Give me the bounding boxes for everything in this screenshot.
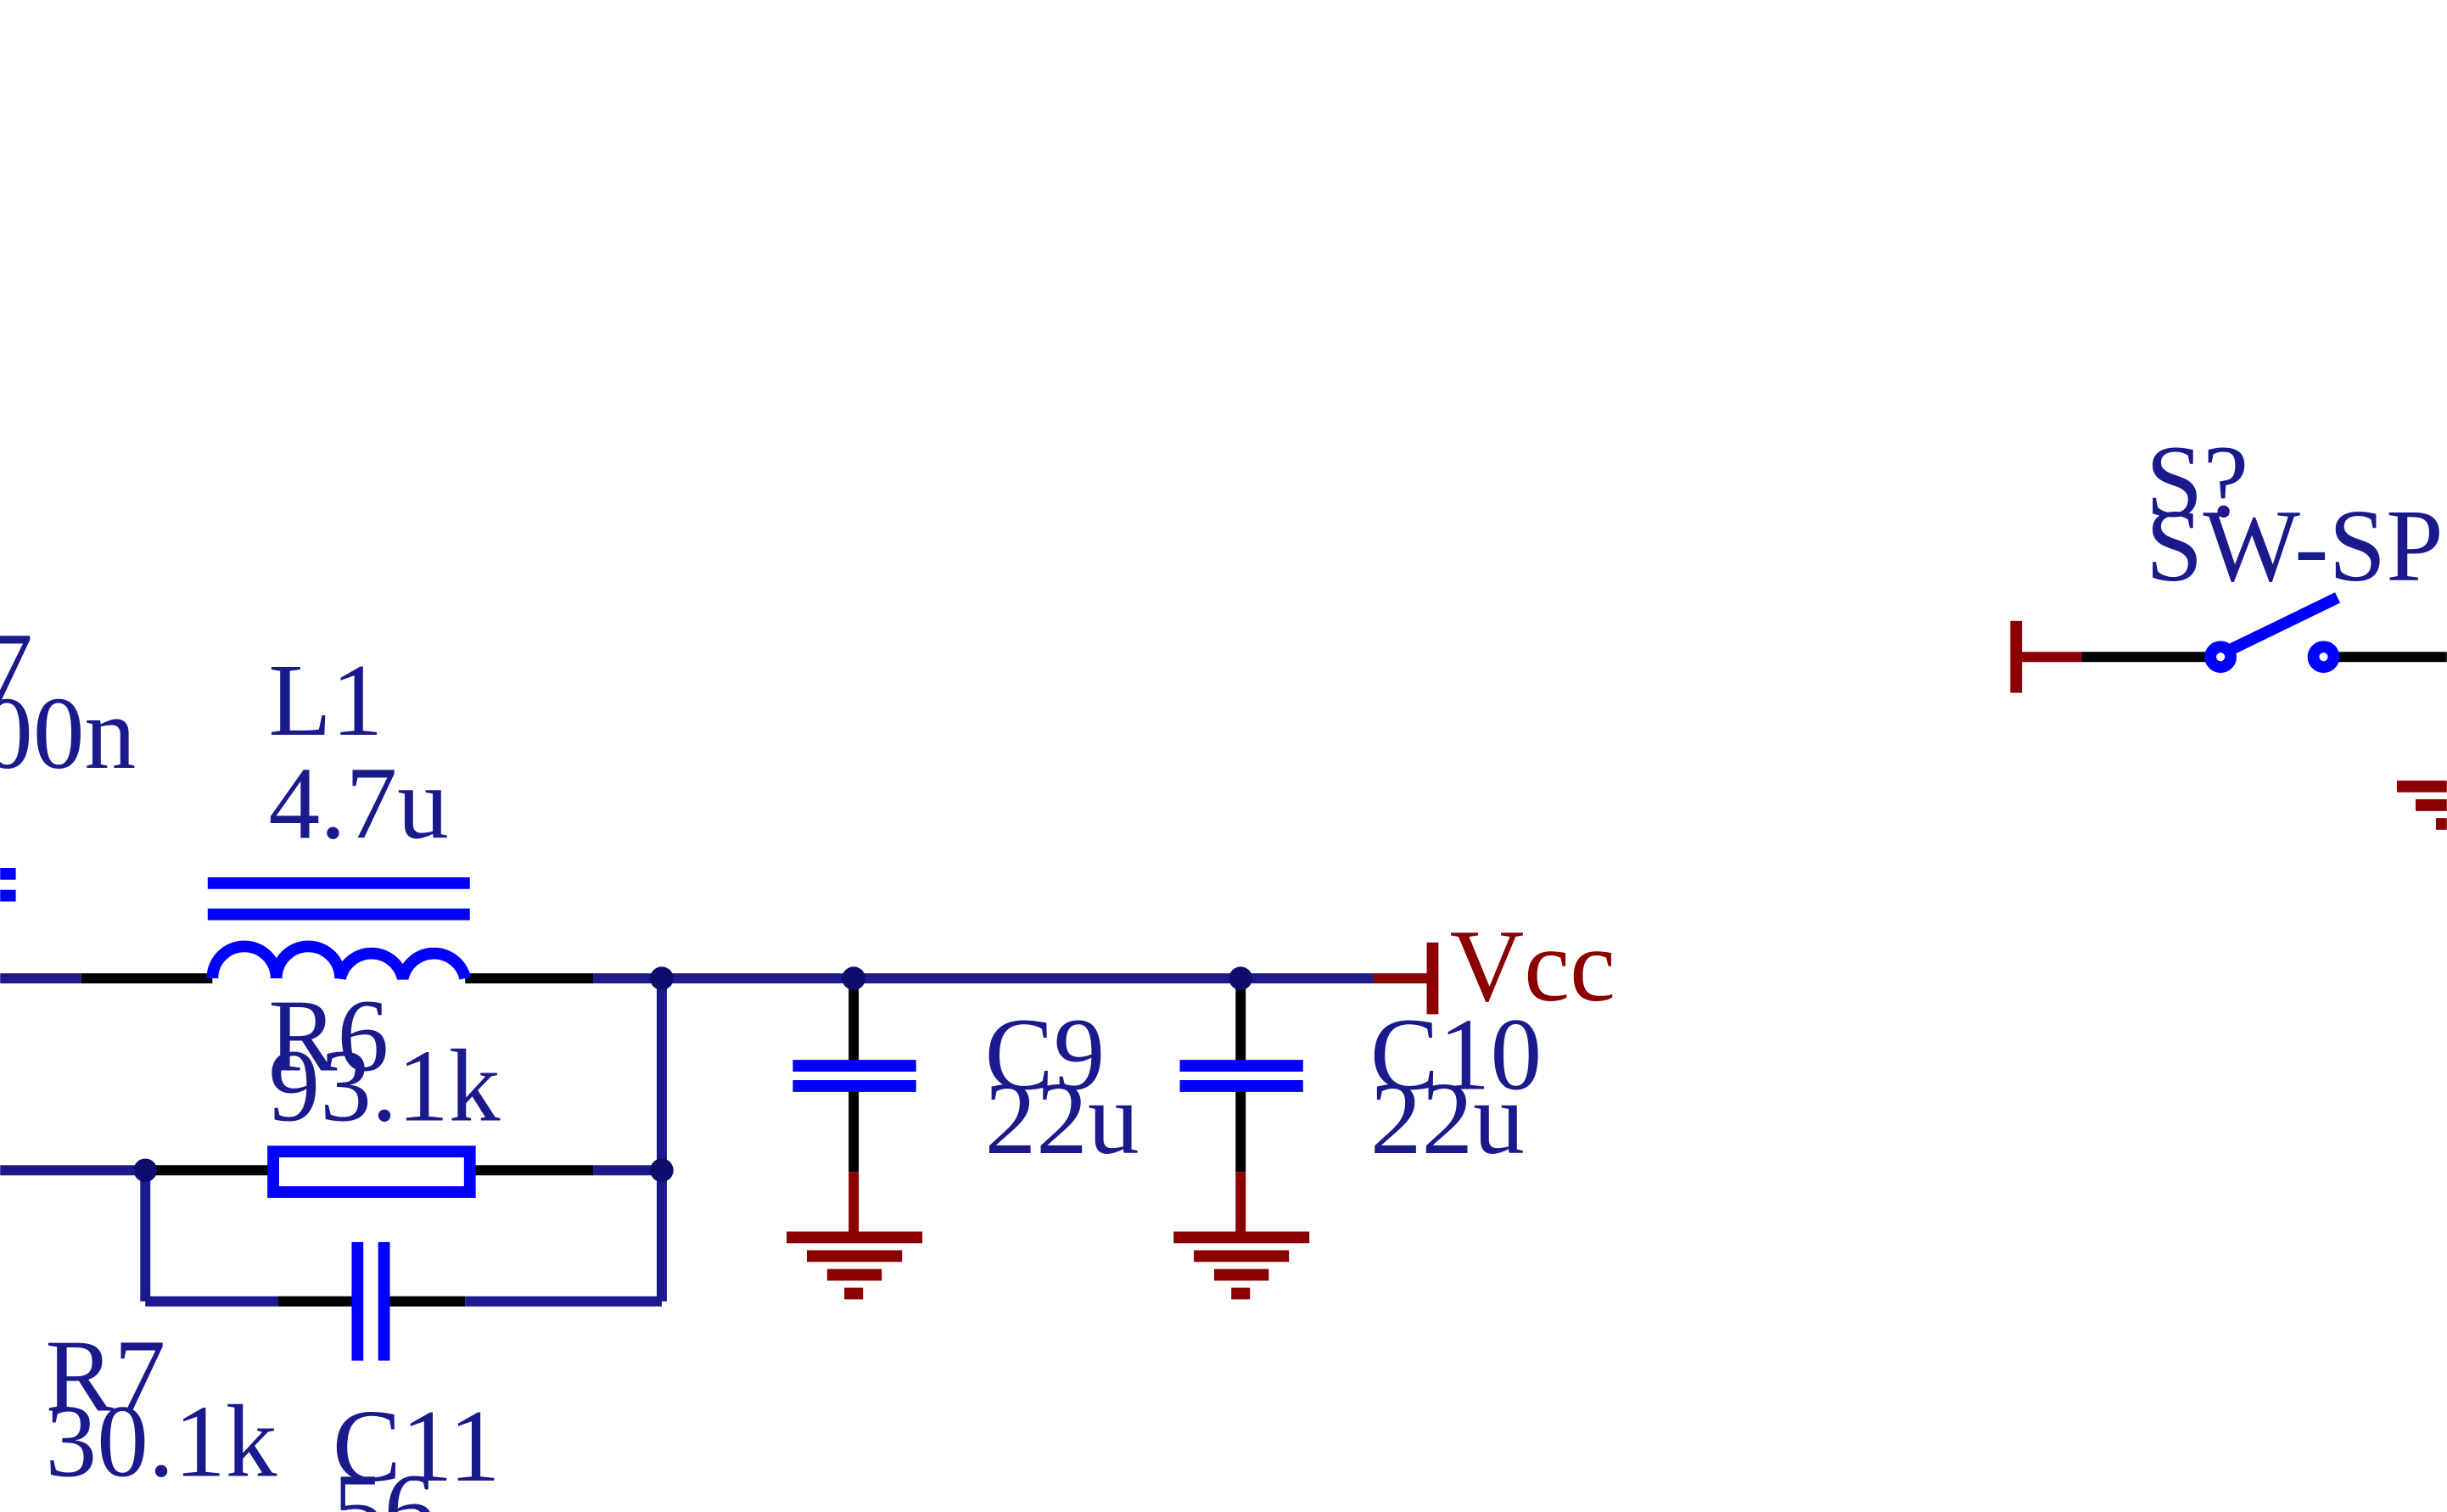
vcc-net-label: Vcc — [1450, 910, 1615, 1023]
ground-partial-right-icon[interactable] — [2396, 780, 2447, 830]
r6-value-label: 93.1k — [269, 1029, 501, 1143]
ground-c9-icon[interactable] — [787, 1231, 923, 1300]
c10-value-label: 22u — [1370, 1062, 1525, 1176]
c9-ref-label: C9 — [985, 999, 1106, 1112]
switch-ref-label: S? — [2146, 426, 2248, 540]
switch-sw-spst[interactable] — [2204, 592, 2341, 674]
resistor-r6[interactable] — [267, 1145, 476, 1198]
l1-value-label: 4.7u — [269, 748, 449, 861]
capacitor-c10[interactable] — [1179, 1060, 1303, 1092]
inductor-l1[interactable] — [206, 876, 471, 980]
c11-value-label: 56 — [333, 1454, 435, 1512]
junction-dot — [1229, 966, 1253, 990]
c7-ref-label: 7 — [0, 613, 33, 726]
junction-dot — [650, 1158, 674, 1183]
r6-ref-label: R6 — [269, 980, 389, 1094]
ground-c10-icon[interactable] — [1173, 1231, 1310, 1300]
capacitor-c9[interactable] — [792, 1060, 916, 1092]
capacitor-c11[interactable] — [351, 1241, 390, 1361]
l1-ref-label: L1 — [269, 644, 384, 758]
junction-dot — [133, 1158, 158, 1183]
switch-value-label: SW-SPST — [2146, 490, 2447, 603]
c7-value-label: 00n — [0, 677, 136, 791]
c10-ref-label: C10 — [1370, 999, 1542, 1112]
c11-ref-label: C11 — [333, 1390, 501, 1504]
r7-ref-label: R7 — [46, 1319, 166, 1433]
wires — [0, 652, 2447, 1307]
junction-dot — [842, 966, 865, 990]
labels: 7 00n L1 4.7u R6 93.1k C9 22u C10 22u R7… — [0, 426, 2447, 1512]
c9-value-label: 22u — [985, 1062, 1140, 1176]
junction-dot — [650, 966, 674, 990]
r7-value-label: 30.1k — [46, 1386, 277, 1499]
junctions — [133, 966, 1253, 1183]
